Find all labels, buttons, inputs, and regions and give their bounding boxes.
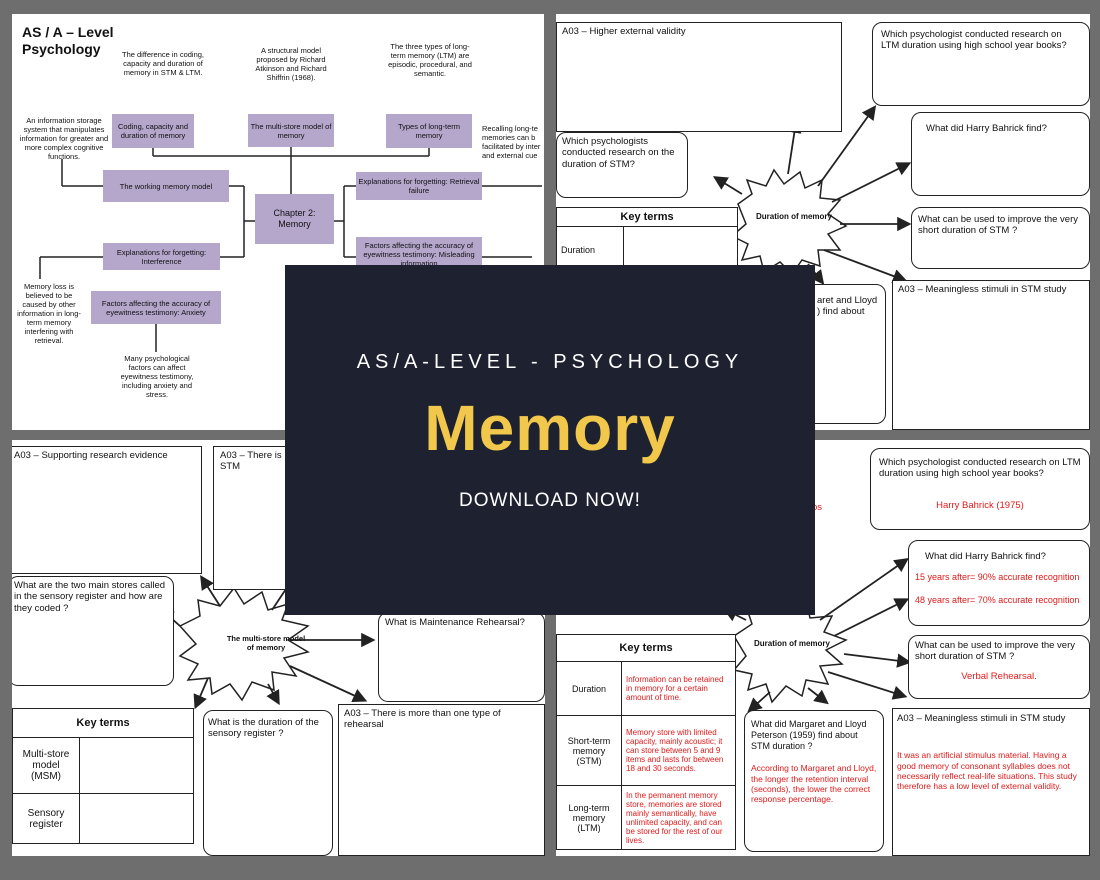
def-cell <box>79 793 194 844</box>
box-external-validity: A03 – Higher external validity <box>556 22 842 132</box>
a-bahrick-1: 15 years after= 90% accurate recognition <box>915 572 1080 583</box>
meaningless-text: A03 – Meaningless stimuli in STM study <box>897 713 1066 724</box>
term-stm: Short-term memory (STM) <box>556 715 622 786</box>
msm-blank-sheet: A03 – Supporting research evidence A03 –… <box>12 440 545 856</box>
download-now-button[interactable]: DOWNLOAD NOW! <box>459 490 641 511</box>
key-terms-header: Key terms <box>12 708 194 738</box>
def-cell <box>79 737 194 794</box>
a-ltm-text: Harry Bahrick (1975) <box>936 499 1024 511</box>
a-bahrick-2: 48 years after= 70% accurate recognition <box>915 595 1080 606</box>
box-wmm: The working memory model <box>103 170 229 202</box>
box-ltm-types: Types of long-term memory <box>386 114 472 148</box>
note-wmm: An information storage system that manip… <box>19 116 109 161</box>
box-q-ltm: Which psychologist conducted research on… <box>870 448 1090 530</box>
a-meaningless-text: It was an artificial stimulus material. … <box>897 750 1077 791</box>
box-rehearsal: A03 – There is more than one type of reh… <box>338 704 545 856</box>
box-q-ltm: Which psychologist conducted research on… <box>872 22 1090 106</box>
box-interference: Explanations for forgetting: Interferenc… <box>103 243 220 270</box>
duration-filled-sheet: ) os Which psychologist conducted resear… <box>556 440 1090 856</box>
box-q-improve: What can be used to improve the very sho… <box>911 207 1090 269</box>
key-terms-header: Key terms <box>556 634 736 662</box>
q-bahrick-text: What did Harry Bahrick find? <box>925 551 1046 562</box>
box-q-stm: Which psychologists conducted research o… <box>556 132 688 198</box>
note-interference: Memory loss is believed to be caused by … <box>17 282 81 345</box>
msm-connectors <box>159 574 376 710</box>
box-q-improve: What can be used to improve the very sho… <box>908 635 1090 699</box>
key-terms-table-duration-blank: Key terms Duration <box>556 207 738 273</box>
note-ltm-types: The three types of long-term memory (LTM… <box>388 42 472 78</box>
fragment-2: os <box>812 502 823 513</box>
promo-overlay: AS/A-LEVEL - PSYCHOLOGY Memory DOWNLOAD … <box>285 265 815 615</box>
box-q-bahrick: What did Harry Bahrick find? <box>911 112 1090 196</box>
star-burst <box>178 586 310 702</box>
note-msm: A structural model proposed by Richard A… <box>255 46 327 82</box>
duration-blank-connectors <box>712 105 912 285</box>
promo-title: Memory <box>424 392 676 464</box>
key-terms-table-filled: Key terms Duration Information can be re… <box>556 634 736 850</box>
def-stm: Memory store with limited capacity, main… <box>621 715 736 786</box>
box-eyewitness-anxiety: Factors affecting the accuracy of eyewit… <box>91 291 221 324</box>
box-maintenance: What is Maintenance Rehearsal? <box>378 612 545 702</box>
box-sensory: What are the two main stores called in t… <box>12 576 174 686</box>
box-msm: The multi-store model of memory <box>248 114 334 147</box>
box-supporting: A03 – Supporting research evidence <box>12 446 202 574</box>
def-duration: Information can be retained in memory fo… <box>621 661 736 716</box>
box-meaningless: A03 – Meaningless stimuli in STM study I… <box>892 708 1090 856</box>
duration-star-label: Duration of memory <box>755 212 832 221</box>
promo-subtitle: AS/A-LEVEL - PSYCHOLOGY <box>356 351 744 373</box>
note-retrieval: Recalling long-te memories can b facilit… <box>482 124 541 160</box>
q-ltm-text: Which psychologist conducted research on… <box>879 457 1081 480</box>
note-coding: The difference in coding, capacity and d… <box>122 50 204 77</box>
term-duration: Duration <box>556 661 622 716</box>
box-meaningless: A03 – Meaningless stimuli in STM study <box>892 280 1090 430</box>
box-q-bahrick: What did Harry Bahrick find? 15 years af… <box>908 540 1090 626</box>
box-chapter: Chapter 2: Memory <box>255 194 334 244</box>
q-improve-text: What can be used to improve the very sho… <box>915 640 1075 663</box>
duration-blank-sheet: A03 – Higher external validity Which psy… <box>556 14 1090 430</box>
mindmap-sheet: AS / A – Level Psychology The difference… <box>12 14 544 430</box>
box-coding: Coding, capacity and duration of memory <box>112 114 194 148</box>
box-duration-sr: What is the duration of the sensory regi… <box>203 710 333 856</box>
def-ltm: In the permanent memory store, memories … <box>621 785 736 850</box>
box-q-peterson: What did Margaret and Lloyd Peterson (19… <box>744 710 884 852</box>
note-anxiety: Many psychological factors can affect ey… <box>120 354 194 399</box>
q-peterson-text: What did Margaret and Lloyd Peterson (19… <box>751 719 867 751</box>
a-peterson-text: According to Margaret and Lloyd, the lon… <box>751 763 877 804</box>
key-terms-header: Key terms <box>556 207 738 227</box>
a-improve-text: Verbal Rehearsal. <box>961 670 1037 682</box>
msm-star-label: The multi-store model of memory <box>226 634 306 652</box>
box-retrieval: Explanations for forgetting: Retrieval f… <box>356 172 482 200</box>
term-sensory: Sensory register <box>12 793 80 844</box>
key-terms-table-msm: Key terms Multi-store model (MSM) Sensor… <box>12 708 194 844</box>
term-msm: Multi-store model (MSM) <box>12 737 80 794</box>
term-ltm: Long-term memory (LTM) <box>556 785 622 850</box>
mindmap-heading: AS / A – Level Psychology <box>22 24 114 57</box>
duration-filled-star-label: Duration of memory <box>753 639 830 648</box>
mindmap-connectors <box>39 147 542 352</box>
star-burst <box>730 168 848 276</box>
